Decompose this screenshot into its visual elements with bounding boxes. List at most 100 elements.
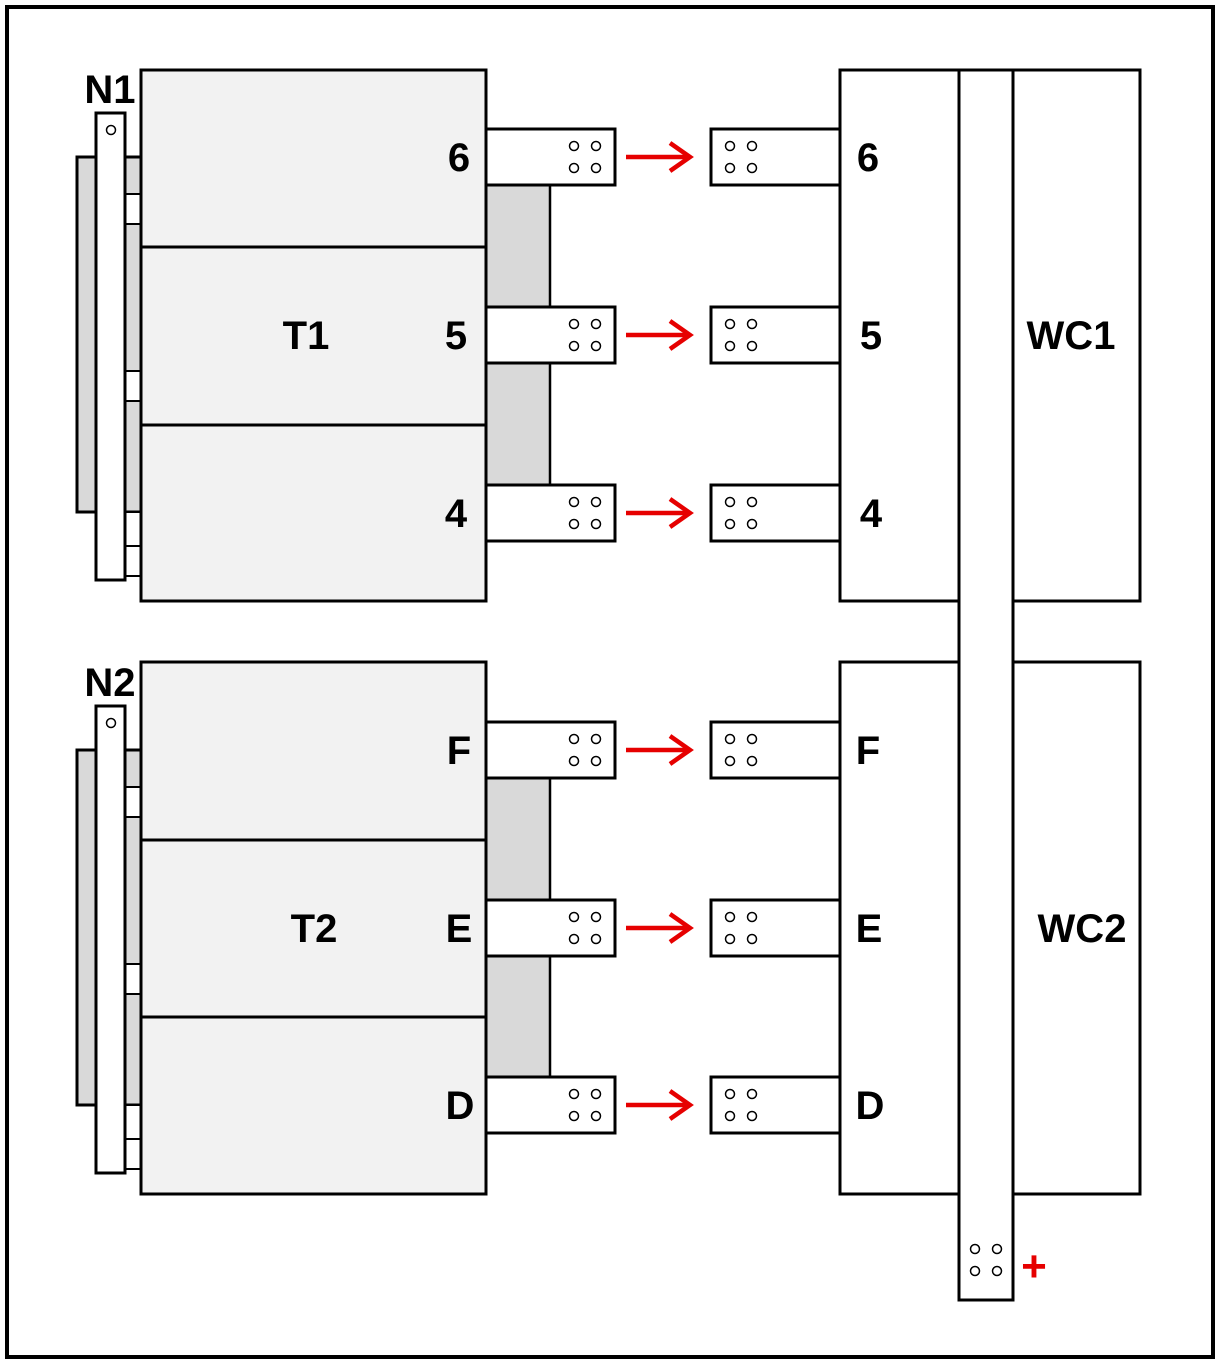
- transformer-t1: T1: [139, 68, 488, 603]
- neutral-tab: [124, 370, 142, 402]
- neutral-tab: [124, 545, 142, 577]
- source-terminal-label: 4: [445, 492, 468, 536]
- terminal-row: F F: [447, 720, 880, 780]
- bolt-hole: [105, 124, 117, 136]
- bolt-hole: [991, 1243, 1003, 1255]
- neutral-label: N1: [84, 68, 135, 112]
- bolt-hole: [969, 1265, 981, 1277]
- bolt-hole: [724, 1088, 736, 1100]
- bolt-hole: [590, 755, 602, 767]
- bolt-hole: [724, 911, 736, 923]
- source-terminal-label: E: [446, 907, 473, 951]
- arrow-icon: [626, 319, 694, 351]
- destination-terminal-label: 6: [857, 136, 879, 180]
- transformer-label: T1: [283, 314, 330, 358]
- bolt-hole: [568, 911, 580, 923]
- bolt-hole: [590, 933, 602, 945]
- bolt-hole: [590, 1110, 602, 1122]
- source-lug: [484, 720, 617, 780]
- bolt-hole: [568, 340, 580, 352]
- bolt-hole: [724, 140, 736, 152]
- source-terminal-label: 6: [448, 136, 470, 180]
- destination-lug: [709, 127, 842, 187]
- arrow-icon: [626, 1089, 694, 1121]
- destination-lug: [709, 720, 842, 780]
- destination-terminal-label: F: [856, 729, 880, 773]
- destination-lug: [709, 305, 842, 365]
- neutral-tab: [124, 1138, 142, 1170]
- transformer-t2: T2: [139, 660, 488, 1196]
- bolt-hole: [724, 318, 736, 330]
- busbar-bar: [957, 68, 1015, 1302]
- bolt-hole: [568, 162, 580, 174]
- bolt-hole: [746, 1088, 758, 1100]
- arrow-icon: [626, 912, 694, 944]
- source-lug: [484, 898, 617, 958]
- destination-lug: [709, 483, 842, 543]
- bolt-hole: [746, 140, 758, 152]
- bolt-hole: [746, 162, 758, 174]
- bolt-hole: [590, 140, 602, 152]
- transformer-label: T2: [291, 907, 338, 951]
- bolt-hole: [568, 1110, 580, 1122]
- bolt-hole: [724, 733, 736, 745]
- destination-terminal-label: D: [856, 1084, 885, 1128]
- bolt-hole: [991, 1265, 1003, 1277]
- bolt-hole: [568, 140, 580, 152]
- neutral-tab: [124, 511, 142, 547]
- neutral-bar-n1: N1: [75, 68, 143, 582]
- terminal-row: E E: [446, 898, 883, 958]
- bolt-hole: [746, 755, 758, 767]
- destination-terminal-label: E: [856, 907, 883, 951]
- bolt-hole: [746, 1110, 758, 1122]
- unit-2: N2 T2 WC2 F: [75, 660, 1142, 1196]
- bolt-hole: [590, 911, 602, 923]
- bolt-hole: [724, 933, 736, 945]
- arrow-icon: [626, 141, 694, 173]
- source-terminal-label: D: [446, 1084, 475, 1128]
- bolt-hole: [568, 755, 580, 767]
- terminal-row: 6 6: [448, 127, 879, 187]
- bolt-hole: [568, 496, 580, 508]
- bolt-hole: [568, 733, 580, 745]
- arrow-icon: [626, 497, 694, 529]
- bolt-hole: [590, 318, 602, 330]
- destination-lug: [709, 898, 842, 958]
- terminal-row: 4 4: [445, 483, 883, 543]
- bolt-hole: [746, 911, 758, 923]
- bolt-hole: [568, 518, 580, 530]
- source-terminal-label: 5: [445, 314, 467, 358]
- bolt-hole: [724, 518, 736, 530]
- bolt-hole: [724, 755, 736, 767]
- bolt-hole: [724, 340, 736, 352]
- bolt-hole: [590, 340, 602, 352]
- winding-label: WC1: [1027, 314, 1116, 358]
- bolt-hole: [568, 1088, 580, 1100]
- terminal-row: D D: [446, 1075, 885, 1135]
- bolt-hole: [746, 496, 758, 508]
- bolt-hole: [724, 162, 736, 174]
- neutral-bar-n2: N2: [75, 661, 143, 1175]
- polarity-label: +: [1021, 1242, 1047, 1291]
- arrow-icon: [626, 734, 694, 766]
- bolt-hole: [568, 933, 580, 945]
- winding-label: WC2: [1038, 907, 1127, 951]
- source-terminal-label: F: [447, 729, 471, 773]
- neutral-strip: [94, 111, 127, 582]
- bolt-hole: [590, 1088, 602, 1100]
- transformer-body: [139, 660, 488, 1196]
- source-lug: [484, 127, 617, 187]
- neutral-tab: [124, 786, 142, 818]
- bolt-hole: [568, 318, 580, 330]
- bolt-hole: [746, 318, 758, 330]
- neutral-tab: [124, 963, 142, 995]
- bolt-hole: [724, 1110, 736, 1122]
- bolt-hole: [746, 340, 758, 352]
- destination-lug: [709, 1075, 842, 1135]
- source-lug: [484, 305, 617, 365]
- bolt-hole: [724, 496, 736, 508]
- neutral-tab: [124, 1104, 142, 1140]
- neutral-label: N2: [84, 661, 135, 705]
